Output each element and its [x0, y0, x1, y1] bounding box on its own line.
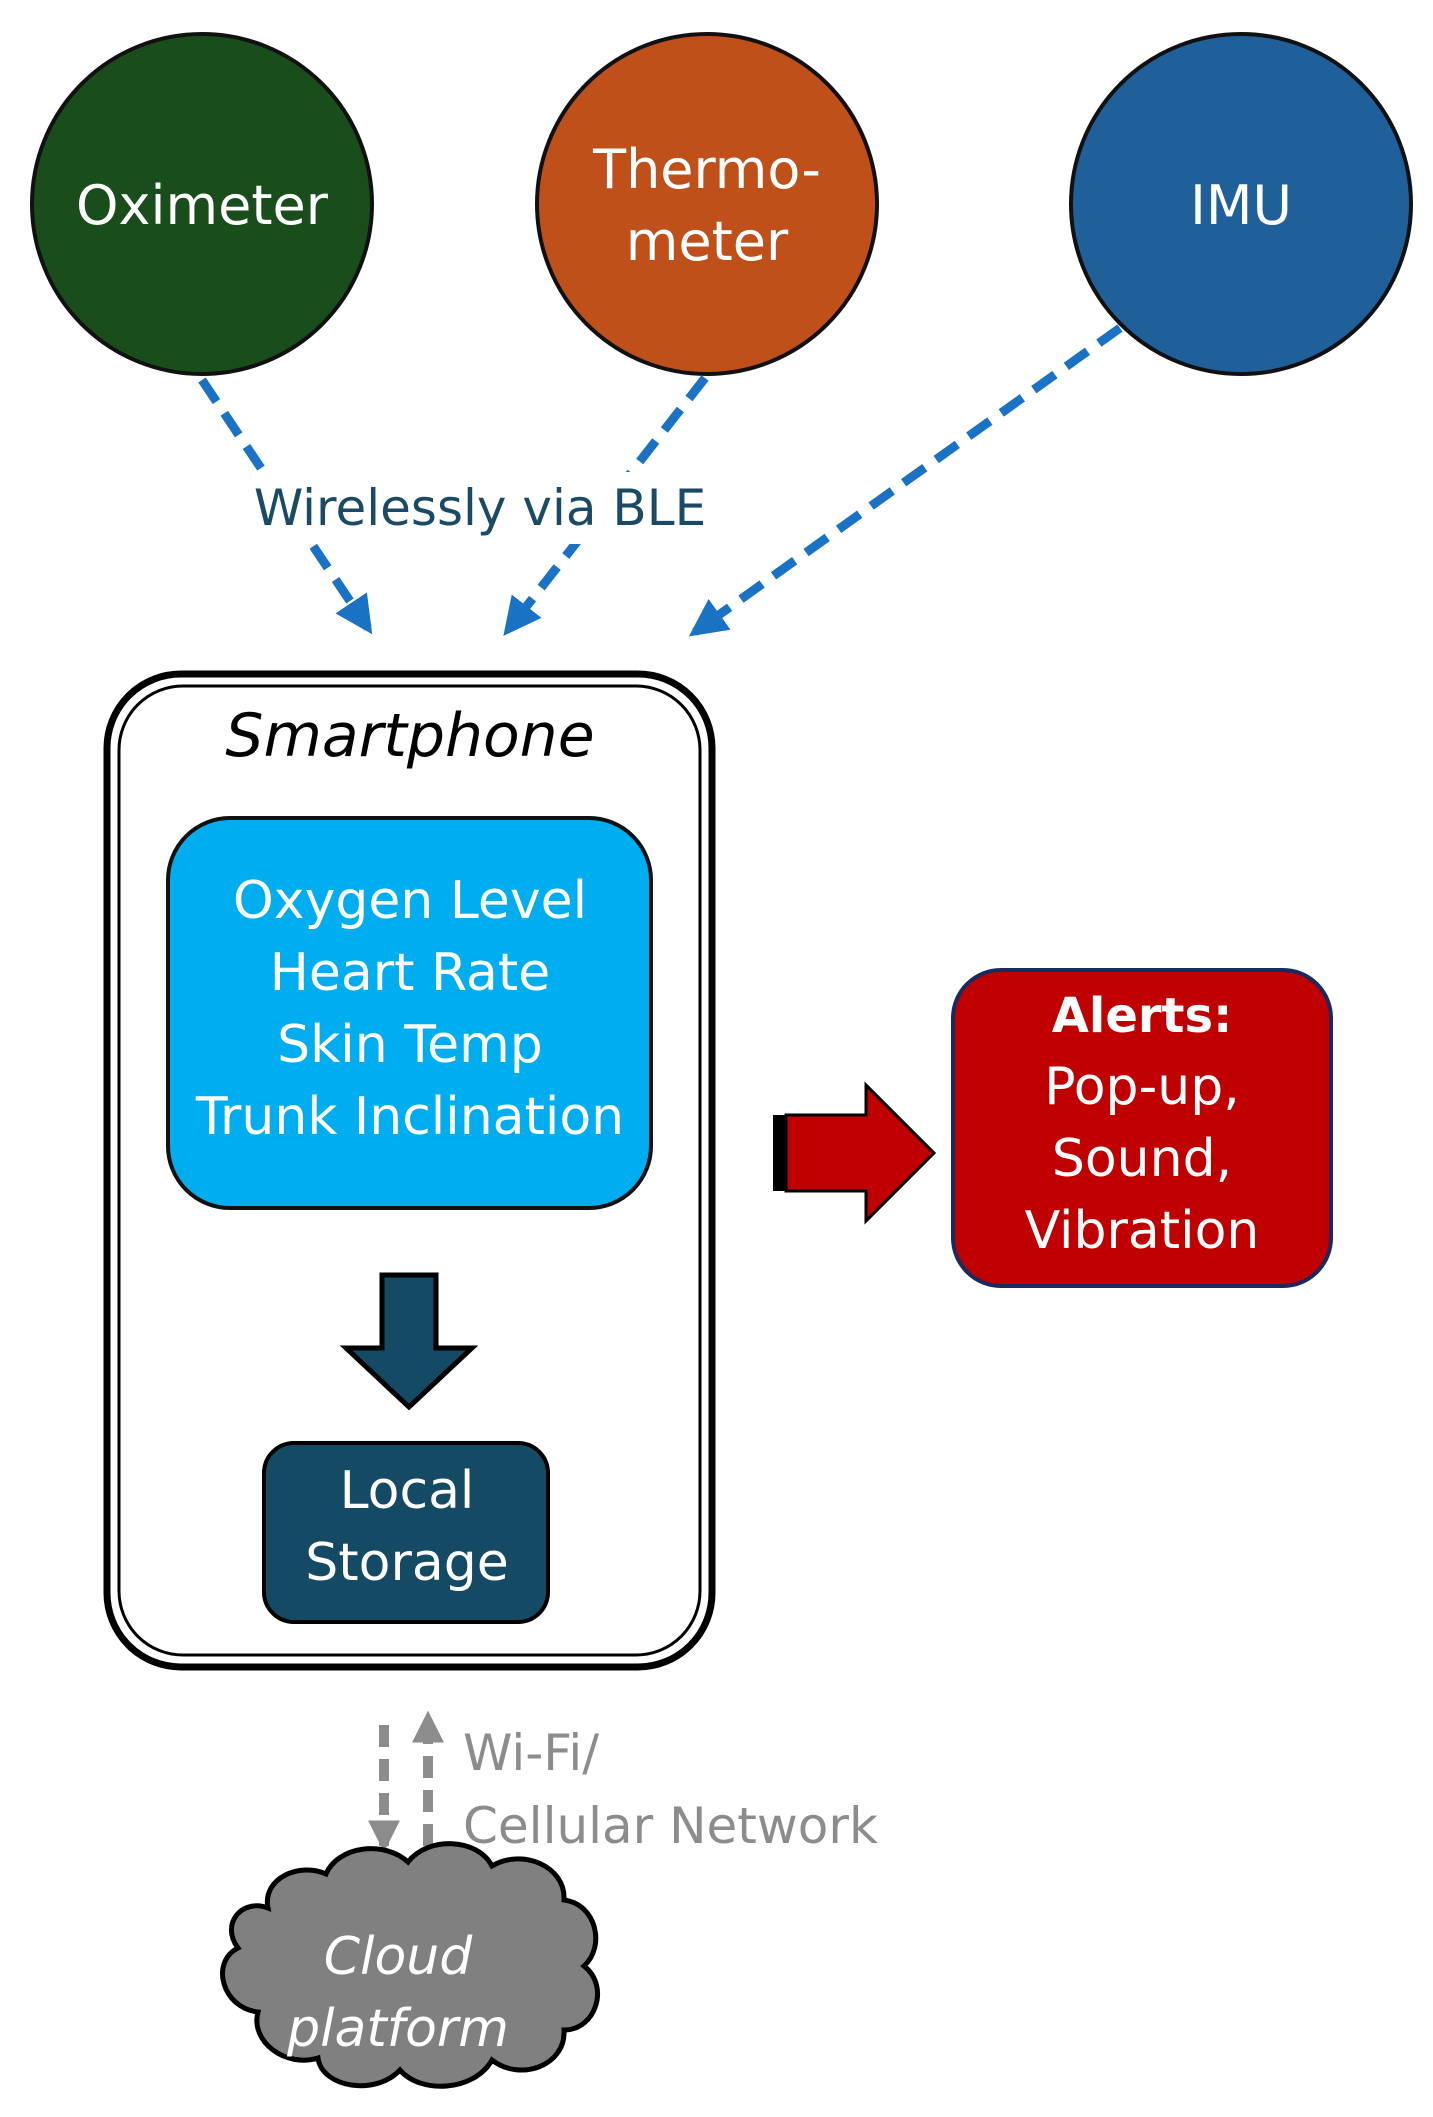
smartphone-title: Smartphone: [225, 701, 594, 771]
oximeter-circle: [30, 32, 374, 376]
network-arrows: [367, 1710, 445, 1853]
metric-skin-temp: Skin Temp: [277, 1015, 543, 1075]
alert-sound: Sound,: [1052, 1129, 1232, 1189]
ble-arrow-thermometer: [503, 375, 709, 636]
cloud-shape-icon: [220, 1841, 601, 2089]
oximeter-node: Oximeter: [30, 32, 374, 376]
local-storage-box: [262, 1441, 550, 1624]
thermometer-label-line2: meter: [626, 210, 789, 273]
thermometer-node: Thermo- meter: [535, 32, 879, 376]
alert-arrow-icon: [773, 1081, 937, 1225]
ble-arrow-oximeter: [198, 377, 373, 635]
metric-trunk-inclination: Trunk Inclination: [195, 1087, 624, 1147]
imu-label: IMU: [1190, 174, 1292, 237]
ble-arrow-imu: [688, 324, 1123, 637]
metric-heart-rate: Heart Rate: [270, 943, 551, 1003]
network-label-line2: Cellular Network: [463, 1797, 878, 1855]
network-label-line1: Wi-Fi/: [463, 1724, 599, 1782]
smartphone-inner-border: [117, 684, 702, 1657]
ble-arrows: [198, 324, 1123, 637]
cloud-label-line2: platform: [286, 1999, 509, 2059]
down-arrow-icon: [339, 1272, 479, 1411]
alerts-title: Alerts:: [1052, 988, 1233, 1044]
ble-label-backdrop: [235, 472, 730, 544]
local-storage-label-line2: Storage: [305, 1533, 508, 1593]
alert-vibration: Vibration: [1025, 1201, 1260, 1261]
local-storage-label-line1: Local: [340, 1461, 475, 1521]
metric-oxygen-level: Oxygen Level: [233, 871, 587, 931]
oximeter-label: Oximeter: [76, 174, 329, 237]
imu-node: IMU: [1069, 32, 1413, 376]
alert-popup: Pop-up,: [1044, 1057, 1240, 1117]
thermometer-label-line1: Thermo-: [592, 138, 821, 201]
imu-circle: [1069, 32, 1413, 376]
thermometer-circle: [535, 32, 879, 376]
cloud-label-line1: Cloud: [324, 1927, 474, 1987]
alerts-box: [951, 968, 1333, 1288]
metrics-box: [166, 816, 653, 1210]
ble-label: Wirelessly via BLE: [254, 479, 706, 537]
